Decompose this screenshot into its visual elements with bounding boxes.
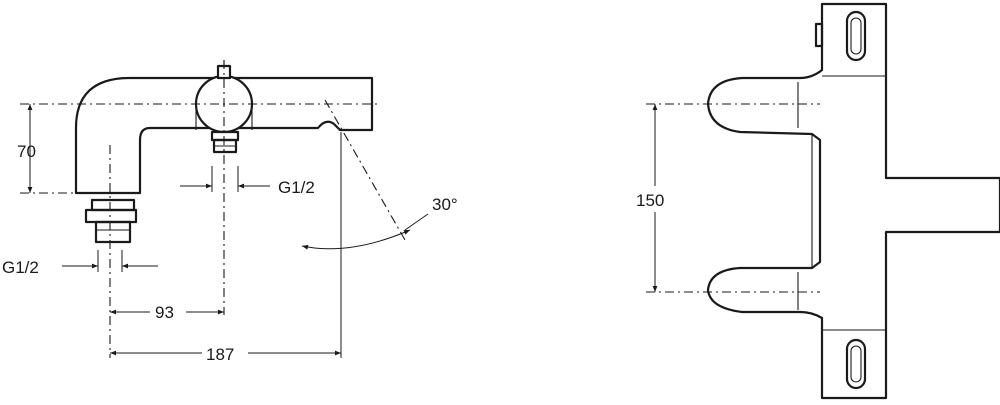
height-dimension-label: 70 bbox=[17, 142, 36, 161]
inlet-fitting-lower bbox=[94, 220, 132, 244]
spout-body bbox=[74, 76, 374, 195]
top-side-button bbox=[814, 22, 824, 48]
inlet-thread-label: G1/2 bbox=[2, 258, 39, 277]
top-handle-slot bbox=[845, 10, 867, 62]
mixer-body bbox=[706, 2, 1000, 400]
front-view: 150 bbox=[632, 2, 1000, 400]
inlet-fitting-upper bbox=[90, 198, 136, 212]
outlet-thread-label: G1/2 bbox=[278, 178, 315, 197]
angle-label: 30° bbox=[432, 195, 458, 214]
overall-length-dimension-label: 187 bbox=[206, 345, 234, 364]
bottom-handle-slot bbox=[845, 338, 867, 390]
side-view: 70 G1/2 G1/2 93 187 30° bbox=[2, 60, 458, 364]
inlet-to-valve-dimension-label: 93 bbox=[155, 303, 174, 322]
inlet-fitting-mid bbox=[84, 208, 138, 224]
center-distance-dimension-label: 150 bbox=[636, 191, 664, 210]
outlet-fitting bbox=[210, 130, 240, 142]
